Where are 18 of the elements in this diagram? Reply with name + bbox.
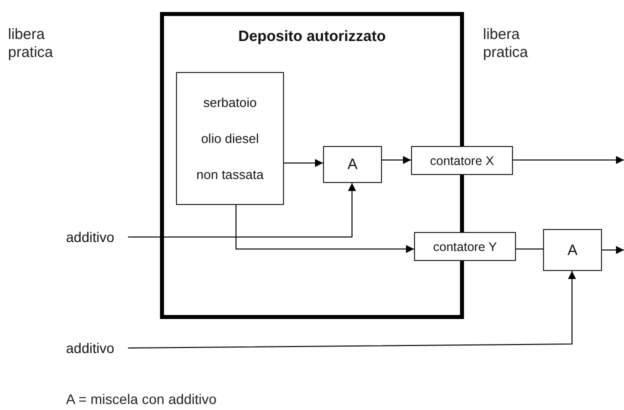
arrow [512,156,624,164]
arrow [236,204,414,253]
meter-box: contatore Y [414,232,516,261]
zone-label: libera pratica [8,26,54,62]
footnote: A = miscela con additivo [66,390,218,408]
arrow [382,156,412,164]
arrow [602,246,624,254]
additive-label: additivo [66,226,128,248]
additive-label: additivo [66,337,128,359]
zone-label: libera pratica [483,26,530,62]
arrow [284,159,324,167]
mixer-box: A [323,146,382,183]
mixer-box: A [543,229,602,271]
arrow [128,182,356,238]
meter-box: contatore X [411,146,513,175]
frame-title: Deposito autorizzato [237,28,387,45]
arrow [128,270,576,348]
tank-box: serbatoio olio diesel non tassata [176,72,284,205]
